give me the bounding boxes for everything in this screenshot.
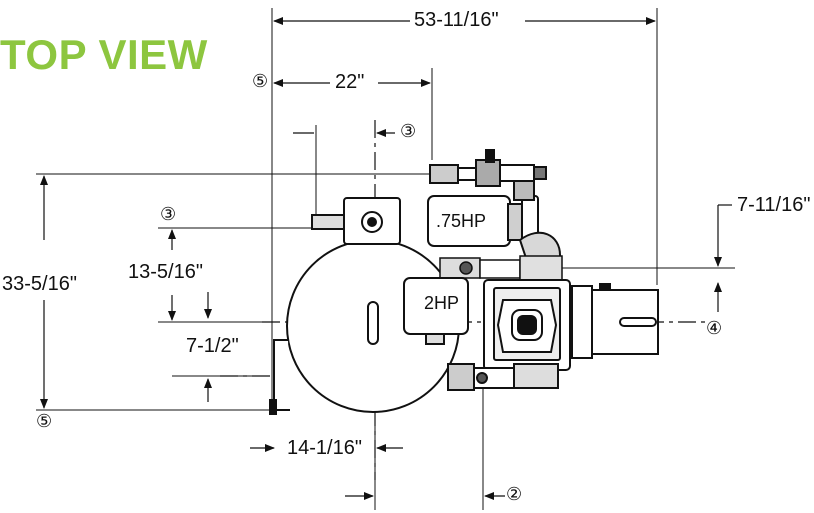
dimension-arrows bbox=[40, 17, 732, 500]
discharge-barrel bbox=[571, 283, 659, 359]
callout-3-top: ③ bbox=[400, 121, 417, 142]
callout-2: ② bbox=[506, 484, 523, 505]
dim-13: 13-5/16" bbox=[126, 261, 205, 283]
dim-14: 14-1/16" bbox=[285, 437, 364, 459]
drum-mount bbox=[311, 197, 401, 245]
callout-4: ④ bbox=[706, 318, 723, 339]
dim-7-11: 7-11/16" bbox=[735, 194, 813, 216]
callout-3-left: ③ bbox=[160, 204, 177, 225]
dim-33: 33-5/16" bbox=[0, 273, 79, 295]
large-motor-label: 2HP bbox=[424, 293, 460, 313]
callout-5-top: ⑤ bbox=[252, 71, 269, 92]
callout-5-bottom: ⑤ bbox=[36, 411, 53, 432]
dim-7-1-2: 7-1/2" bbox=[184, 335, 241, 357]
dim-22: 22" bbox=[333, 71, 367, 93]
top-piping bbox=[429, 149, 547, 187]
view-title: TOP VIEW bbox=[0, 31, 208, 78]
small-motor-label: .75HP bbox=[436, 211, 487, 231]
mid-fittings bbox=[439, 255, 563, 281]
pump-housing bbox=[447, 279, 571, 391]
dim-overall-length: 53-11/16" bbox=[412, 9, 501, 31]
